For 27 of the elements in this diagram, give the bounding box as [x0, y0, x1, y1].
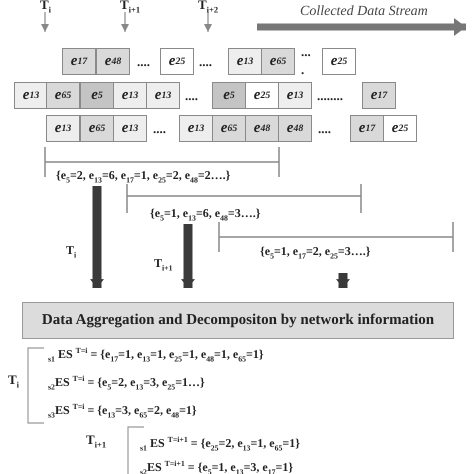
equation: $_{s3}$ES $^{T=i}$ = {e$_{13}$=3, e$_{65}$=2, e$_{48}$=1} — [48, 402, 197, 420]
count-set-text: {e$_{5}$=2, e$_{13}$=6, e$_{17}$=1, e$_{25}$=2, e$_{48}$=2….} — [56, 168, 230, 184]
ellipsis: .... — [318, 121, 331, 137]
time-label: T$_{i+1}$ — [120, 0, 140, 15]
time-label: T$_{i}$ — [40, 0, 52, 15]
ellipsis: ........ — [317, 88, 343, 104]
count-set-text: {e$_{5}$=1, e$_{13}$=6, e$_{48}$=3….} — [150, 206, 260, 222]
equation: $_{s1}$ ES $^{T=i}$ = {e$_{17}$=1, e$_{13}$=1, e$_{25}$=1, e$_{48}$=1, e$_{65}$=1} — [48, 346, 264, 364]
arrow — [181, 224, 195, 288]
ellipsis: .... — [199, 54, 212, 70]
count-set-text: {e$_{5}$=1, e$_{17}$=2, e$_{25}$=3….} — [260, 244, 370, 260]
ellipsis: ... — [301, 44, 311, 60]
arrow — [336, 273, 350, 288]
ellipsis: .... — [185, 88, 198, 104]
ellipsis: .... — [153, 121, 166, 137]
arrow — [90, 186, 104, 288]
ellipsis: .... — [137, 54, 150, 70]
time-label: T$_{i+2}$ — [198, 0, 218, 15]
equation: $_{s2}$ES $^{T=i}$ = {e$_{5}$=2, e$_{13}$=3, e$_{25}$=1…} — [48, 374, 205, 392]
ellipsis: . — [301, 62, 304, 78]
equation: $_{s1}$ ES $^{T=i+1}$ = {e$_{25}$=2, e$_{13}$=1, e$_{65}$=1} — [140, 435, 300, 452]
edge-label: T$_{i+1}$ — [154, 256, 173, 272]
process-box: Data Aggregation and Decompositon by network information — [22, 302, 454, 339]
time-label: T$_{i+1}$ — [86, 432, 106, 450]
stream-title: Collected Data Stream — [300, 4, 428, 20]
edge-label: T$_{i}$ — [66, 243, 76, 260]
time-label: T$_{i}$ — [8, 372, 20, 390]
